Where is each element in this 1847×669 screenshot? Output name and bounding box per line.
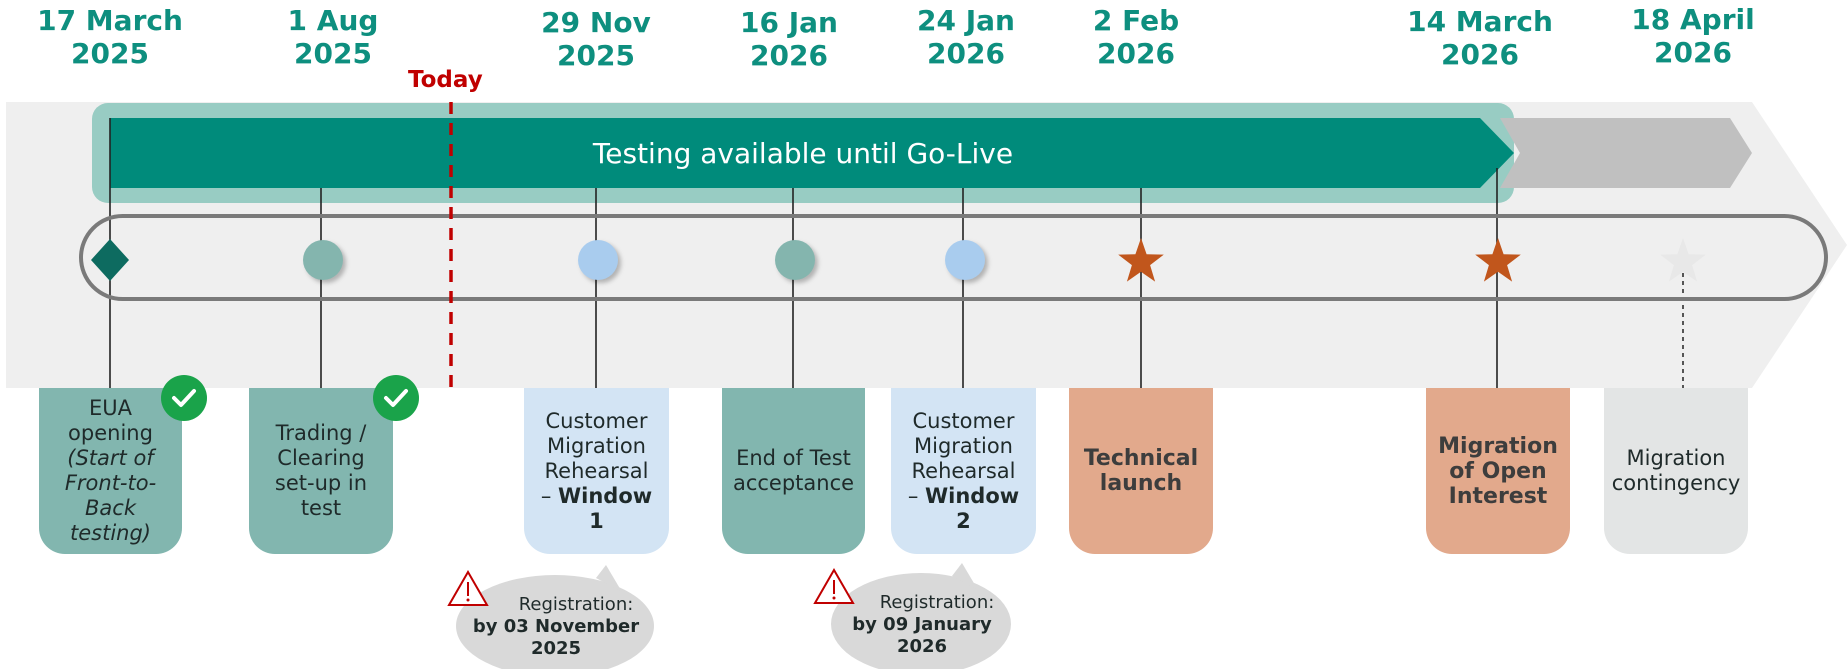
milestone-card-rehearsal-window-1: Customer Migration Rehearsal – Window 1 — [524, 388, 669, 554]
card-text: Customer Migration Rehearsal – Window 1 — [540, 408, 653, 533]
date-label: 29 Nov 2025 — [541, 6, 651, 72]
date-label: 18 April 2026 — [1631, 3, 1755, 69]
registration-note-2: Registration: by 09 January 2026 — [852, 592, 995, 657]
timeline-track — [79, 214, 1828, 301]
testing-label: Testing available until Go-Live — [592, 136, 1014, 170]
date-label: 16 Jan 2026 — [740, 6, 838, 72]
milestone-card-migration-open-interest: Migration of Open Interest — [1426, 388, 1570, 554]
completed-check-icon — [373, 375, 419, 421]
card-text: Migration contingency — [1611, 446, 1741, 495]
milestone-card-end-of-test: End of Test acceptance — [722, 388, 865, 554]
today-label: Today — [408, 67, 483, 93]
card-text: Technical launch — [1083, 446, 1199, 496]
star-marker-orange — [1475, 238, 1521, 282]
date-label: 1 Aug 2025 — [287, 4, 379, 70]
star-marker-orange — [1118, 238, 1164, 282]
card-text: End of Test acceptance — [732, 446, 855, 495]
circle-marker-blue — [578, 240, 618, 280]
date-label: 14 March 2026 — [1407, 5, 1553, 71]
go-live-extension-arrow — [1500, 118, 1752, 188]
milestone-card-rehearsal-window-2: Customer Migration Rehearsal – Window 2 — [891, 388, 1036, 554]
card-text: Migration of Open Interest — [1438, 433, 1558, 509]
circle-marker-teal — [775, 240, 815, 280]
milestone-card-migration-contingency: Migration contingency — [1604, 388, 1748, 554]
registration-note-1: Registration: by 03 November 2025 — [472, 594, 640, 659]
date-label: 17 March 2025 — [37, 4, 183, 70]
card-text: Customer Migration Rehearsal – Window 2 — [907, 408, 1020, 533]
date-label: 24 Jan 2026 — [917, 4, 1015, 70]
registration-bubble-2 — [813, 563, 1011, 669]
circle-marker-teal — [303, 240, 343, 280]
card-text: EUA opening (Start of Front-to- Back tes… — [64, 396, 157, 545]
milestone-card-eua-opening: EUA opening (Start of Front-to- Back tes… — [39, 388, 182, 554]
registration-bubble-1 — [447, 565, 654, 669]
card-text: Trading / Clearing set-up in test — [274, 421, 368, 520]
testing-arrow — [110, 118, 1514, 188]
milestone-markers — [91, 238, 1706, 282]
star-marker-grey — [1660, 238, 1706, 282]
diamond-marker — [91, 239, 129, 281]
circle-marker-blue — [945, 240, 985, 280]
milestone-card-trading-clearing: Trading / Clearing set-up in test — [249, 388, 393, 554]
completed-check-icon — [161, 375, 207, 421]
date-label: 2 Feb 2026 — [1092, 4, 1180, 70]
milestone-card-technical-launch: Technical launch — [1069, 388, 1213, 554]
